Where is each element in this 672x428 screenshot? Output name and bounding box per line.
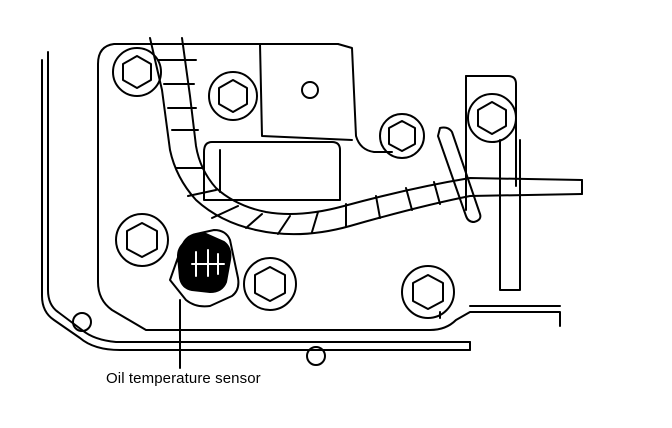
bolt-far-right: [467, 93, 517, 143]
mounting-holes: [72, 81, 326, 366]
hole-lower-center: [306, 346, 326, 366]
valve-body-plate: [97, 43, 561, 331]
bolt-group: [112, 47, 517, 319]
hole-lower-left: [72, 312, 92, 332]
bolt-upper-right: [379, 113, 425, 159]
oil-temperature-sensor-label: Oil temperature sensor: [106, 370, 261, 387]
bolt-upper-left: [112, 47, 162, 97]
right-bracket: [465, 75, 521, 291]
bolt-lower-center: [243, 257, 297, 311]
oil-temperature-sensor: [169, 229, 240, 308]
center-block: [203, 141, 341, 201]
wiring-harness: [149, 37, 583, 236]
transmission-case-outline: [41, 51, 471, 351]
bolt-lower-left: [115, 213, 169, 267]
bolt-upper-center: [208, 71, 258, 121]
bolt-lower-right: [401, 265, 455, 319]
hole-top: [301, 81, 319, 99]
